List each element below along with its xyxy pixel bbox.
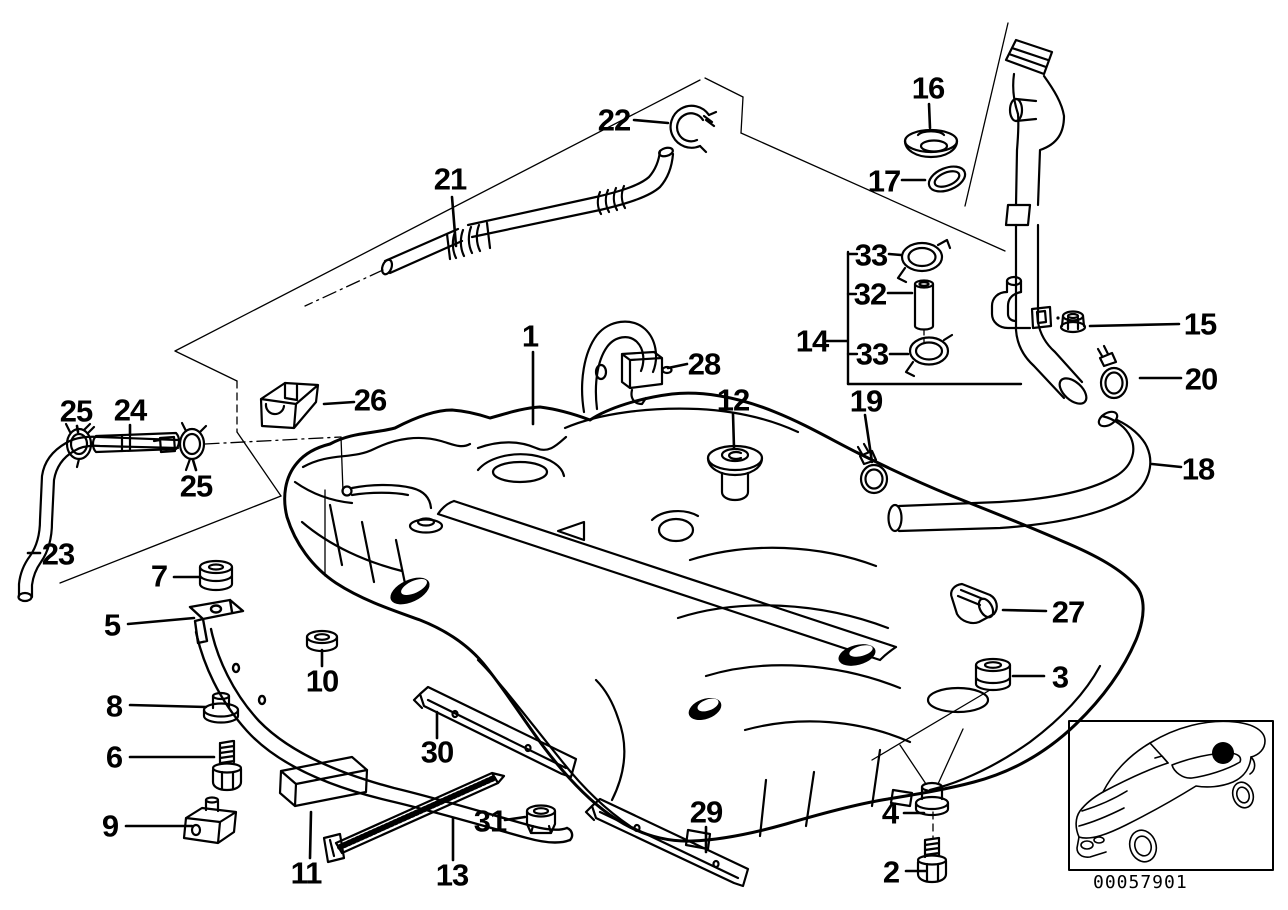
vent-pipe-32 bbox=[913, 279, 935, 343]
screw-6 bbox=[211, 739, 243, 792]
construction-line-1 bbox=[174, 350, 238, 382]
leader-line-26-26 bbox=[322, 400, 356, 406]
hose-clamp-22 bbox=[669, 104, 718, 154]
hose-clamp-25-left bbox=[64, 422, 96, 469]
sleeve-tube-27 bbox=[950, 582, 998, 625]
grommet-12 bbox=[706, 444, 764, 502]
nut-31 bbox=[525, 804, 557, 835]
fuel-tank-body bbox=[283, 320, 1145, 851]
leader-line-8-7 bbox=[128, 703, 208, 709]
leader-line-25-25 bbox=[191, 458, 198, 472]
construction-line-8 bbox=[704, 77, 744, 98]
grommet-3 bbox=[974, 657, 1012, 692]
breather-hose-21 bbox=[380, 146, 675, 276]
leader-line-18-17 bbox=[1150, 462, 1183, 469]
spacer-bush-8 bbox=[202, 691, 240, 724]
vent-valve-28 bbox=[620, 350, 673, 406]
grommet-7 bbox=[198, 559, 234, 592]
grommet-10 bbox=[305, 629, 339, 653]
leader-line-33-33 bbox=[887, 252, 903, 257]
leader-line-11-10 bbox=[308, 810, 313, 860]
protection-bar-30 bbox=[412, 685, 578, 779]
construction-line-12 bbox=[871, 689, 991, 761]
leader-line-12-11 bbox=[731, 412, 736, 450]
car-location-inset bbox=[1068, 720, 1274, 871]
protection-bar-29 bbox=[584, 797, 750, 888]
hose-clamp-20 bbox=[1096, 344, 1129, 400]
construction-line-0 bbox=[174, 79, 701, 352]
leader-line-31-31 bbox=[503, 815, 527, 822]
rubber-buffer-26 bbox=[259, 381, 320, 430]
screw-2 bbox=[916, 836, 948, 884]
hose-clamp-19 bbox=[856, 442, 889, 495]
leader-line-19-18 bbox=[863, 413, 874, 464]
fuel-filter-24 bbox=[91, 431, 181, 454]
fuel-hose-23 bbox=[17, 435, 180, 603]
filler-pipe bbox=[990, 38, 1088, 405]
construction-line-11 bbox=[964, 22, 1009, 207]
tank-location-dot bbox=[1212, 742, 1234, 764]
construction-line-13 bbox=[899, 744, 927, 785]
leader-line-5-4 bbox=[126, 616, 196, 626]
callout-leader-lines bbox=[26, 102, 1183, 873]
spacer-4 bbox=[914, 781, 950, 817]
clamp-block-9 bbox=[182, 796, 238, 845]
cable-tie-13 bbox=[322, 771, 506, 864]
construction-line-4 bbox=[59, 495, 282, 584]
tension-strap-5 bbox=[188, 598, 574, 844]
construction-line-6 bbox=[340, 436, 344, 493]
construction-line-14 bbox=[937, 728, 964, 785]
hose-clamp-33-upper bbox=[896, 238, 952, 284]
leader-line-27-27 bbox=[1001, 608, 1048, 613]
hose-clamp-33-lower bbox=[904, 333, 954, 378]
vent-hose-18 bbox=[887, 410, 1152, 533]
sealing-ring-17 bbox=[927, 165, 967, 193]
construction-line-10 bbox=[740, 132, 1006, 252]
filler-cap-16 bbox=[903, 128, 959, 159]
hose-clamp-25-right bbox=[178, 421, 208, 472]
leader-line-22-21 bbox=[632, 118, 670, 125]
construction-line-3 bbox=[236, 431, 282, 497]
construction-line-9 bbox=[740, 96, 744, 134]
foam-pad-11 bbox=[278, 755, 369, 808]
construction-line-16 bbox=[304, 269, 384, 307]
diagram-id-number: 00057901 bbox=[1093, 872, 1188, 893]
leader-line-25-24 bbox=[75, 424, 80, 434]
leader-line-28-28 bbox=[666, 362, 689, 370]
leader-line-16-15 bbox=[927, 102, 932, 130]
leader-line-15-14 bbox=[1088, 322, 1181, 328]
construction-lines bbox=[59, 22, 1023, 839]
hex-nut-15 bbox=[1059, 310, 1087, 334]
leader-line-21-20 bbox=[450, 195, 458, 248]
construction-line-5 bbox=[204, 436, 342, 445]
